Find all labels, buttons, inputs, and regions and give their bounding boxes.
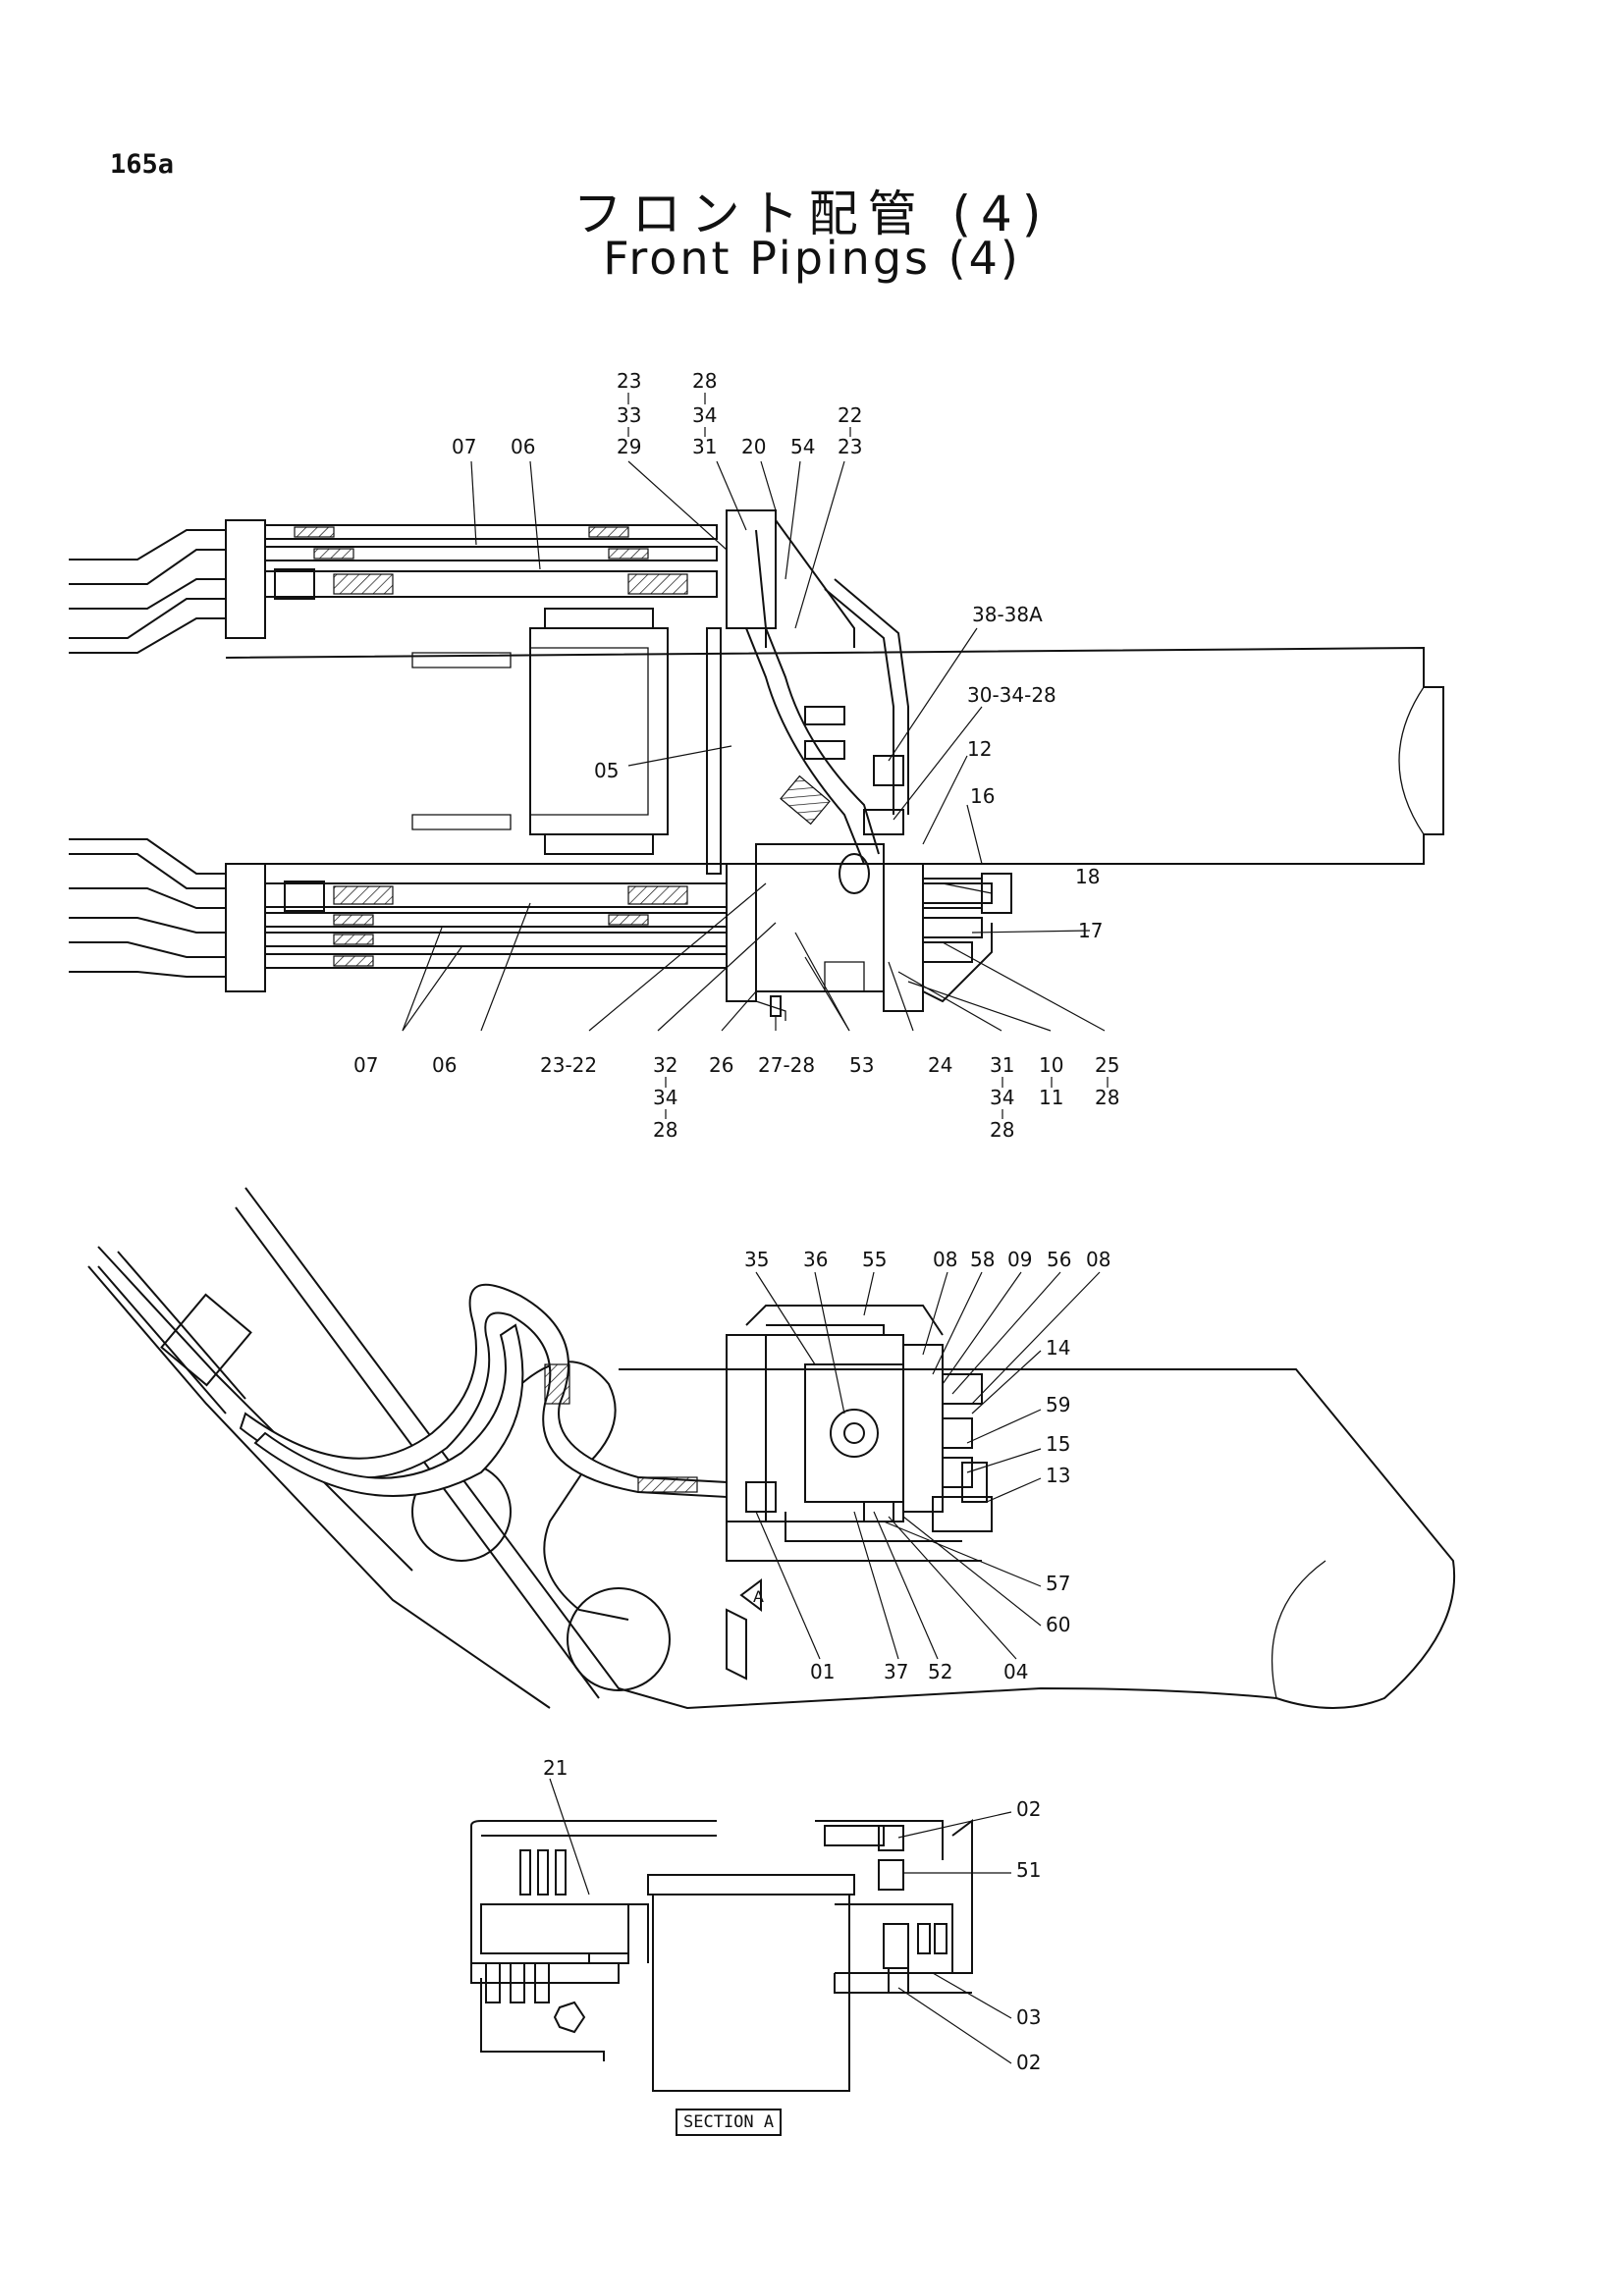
- title-japanese: フロント配管 (4): [572, 186, 1052, 242]
- label-30-34-28: 30-34-28: [967, 683, 1056, 707]
- label-28-34-31: 28: [692, 369, 717, 393]
- label-57: 57: [1046, 1572, 1070, 1595]
- label-21: 21: [543, 1756, 568, 1780]
- svg-text:34: 34: [990, 1086, 1014, 1109]
- leaders-side: [755, 1271, 1101, 1660]
- lower-hose-group: [69, 838, 728, 992]
- label-37: 37: [884, 1660, 908, 1683]
- label-03: 03: [1016, 2005, 1041, 2029]
- label-23-22: 23-22: [540, 1053, 597, 1077]
- svg-text:28: 28: [990, 1118, 1014, 1142]
- label-08-b: 08: [1086, 1248, 1110, 1271]
- label-15: 15: [1046, 1432, 1070, 1456]
- label-52: 52: [928, 1660, 952, 1683]
- valve-block-side: A: [726, 1305, 993, 1612]
- title-english: Front Pipings (4): [603, 232, 1021, 285]
- labels-side: 35 36 55 08 58 09 56 08 14 59 15 13 57 6…: [744, 1248, 1110, 1683]
- label-10-11: 10: [1039, 1053, 1063, 1077]
- label-12: 12: [967, 737, 992, 761]
- label-32-34-28: 32: [653, 1053, 677, 1077]
- top-view: 23 33 29 28 34 31 20 54 22 23 07 06 38-3…: [69, 369, 1444, 1142]
- boom-outline-top: [225, 608, 1444, 865]
- label-26: 26: [709, 1053, 733, 1077]
- label-36: 36: [803, 1248, 828, 1271]
- label-06-top: 06: [511, 435, 535, 458]
- label-35: 35: [744, 1248, 769, 1271]
- label-55: 55: [862, 1248, 887, 1271]
- upper-hose-group: [69, 519, 718, 654]
- label-56: 56: [1047, 1248, 1071, 1271]
- label-14: 14: [1046, 1336, 1070, 1360]
- label-51: 51: [1016, 1858, 1041, 1882]
- label-25-28: 25: [1095, 1053, 1119, 1077]
- label-02-a: 02: [1016, 1797, 1041, 1821]
- labels-top-stacks: 23 33 29 28 34 31 20 54 22 23 07 06 38-3…: [353, 369, 1119, 1142]
- section-a-view: 21 02 51 03 02: [470, 1756, 1041, 2092]
- label-20: 20: [741, 435, 766, 458]
- svg-text:33: 33: [617, 403, 641, 427]
- svg-text:34: 34: [653, 1086, 677, 1109]
- label-58: 58: [970, 1248, 995, 1271]
- label-24: 24: [928, 1053, 952, 1077]
- label-38-38A: 38-38A: [972, 603, 1043, 626]
- label-60: 60: [1046, 1613, 1070, 1636]
- view-marker-A: A: [753, 1587, 764, 1606]
- label-17: 17: [1078, 919, 1103, 942]
- side-hoses: [97, 1251, 728, 1499]
- svg-text:34: 34: [692, 403, 717, 427]
- label-27-28: 27-28: [758, 1053, 815, 1077]
- svg-text:11: 11: [1039, 1086, 1063, 1109]
- svg-text:29: 29: [617, 435, 641, 458]
- label-59: 59: [1046, 1393, 1070, 1416]
- label-06-bottom: 06: [432, 1053, 457, 1077]
- label-53: 53: [849, 1053, 874, 1077]
- page-number: 165a: [110, 149, 175, 180]
- label-54: 54: [790, 435, 815, 458]
- label-05: 05: [594, 759, 619, 782]
- label-07-top: 07: [452, 435, 476, 458]
- svg-text:31: 31: [692, 435, 717, 458]
- label-08-a: 08: [933, 1248, 957, 1271]
- label-07-bottom: 07: [353, 1053, 378, 1077]
- svg-text:23: 23: [838, 435, 862, 458]
- label-23-33-29: 23: [617, 369, 641, 393]
- side-view: A 35 36 55 08 58 0: [87, 1187, 1456, 1710]
- valve-block-top: [706, 509, 1012, 1021]
- label-18: 18: [1075, 865, 1100, 888]
- label-16: 16: [970, 784, 995, 808]
- leaders-top: [402, 460, 1106, 1032]
- label-02-b: 02: [1016, 2051, 1041, 2074]
- svg-text:28: 28: [653, 1118, 677, 1142]
- label-09: 09: [1007, 1248, 1032, 1271]
- label-04: 04: [1003, 1660, 1028, 1683]
- label-13: 13: [1046, 1464, 1070, 1487]
- section-tag: SECTION A: [676, 2109, 783, 2136]
- label-22-23: 22: [838, 403, 862, 427]
- label-01: 01: [810, 1660, 835, 1683]
- label-31-34-28: 31: [990, 1053, 1014, 1077]
- svg-text:28: 28: [1095, 1086, 1119, 1109]
